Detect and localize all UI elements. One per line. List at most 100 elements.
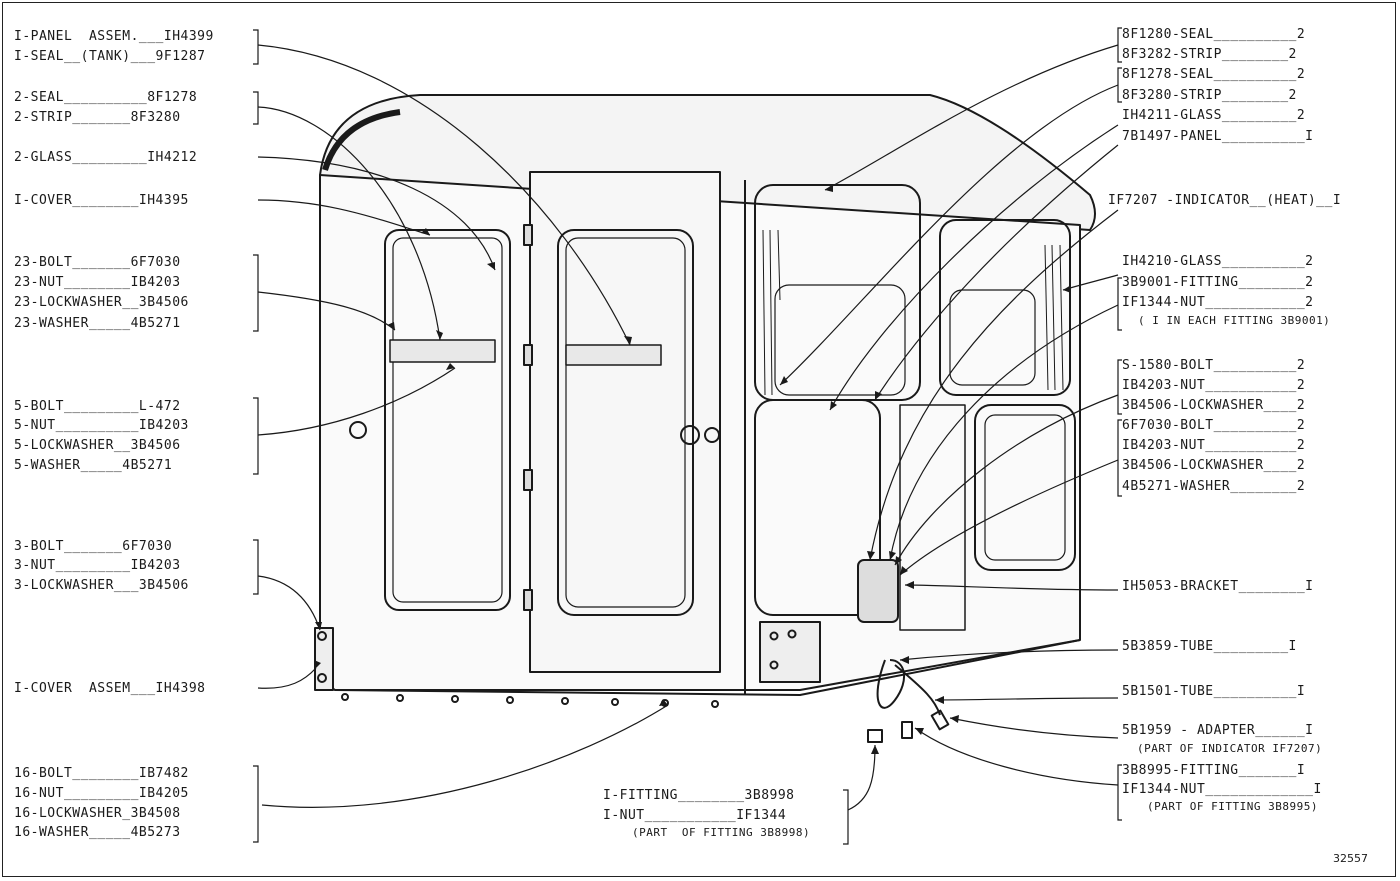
callout-label-l10: 23-WASHER_____4B5271 bbox=[14, 316, 181, 331]
roof-shadow bbox=[322, 109, 401, 171]
tube-5B3859 bbox=[876, 659, 905, 709]
callout-label-r4: 8F3280-STRIP________2 bbox=[1122, 88, 1297, 103]
callout-label-r9: 3B9001-FITTING________2 bbox=[1122, 275, 1314, 290]
callout-label-l1: I-PANEL ASSEM.___IH4399 bbox=[14, 29, 214, 44]
front-lower-window bbox=[754, 399, 881, 616]
callout-label-l12: 5-NUT__________IB4203 bbox=[14, 418, 189, 433]
callout-label-r2: 8F3282-STRIP________2 bbox=[1122, 47, 1297, 62]
door bbox=[529, 171, 721, 673]
bracket-r1 bbox=[1117, 27, 1122, 63]
callout-label-l7: 23-BOLT_______6F7030 bbox=[14, 255, 181, 270]
callout-label-r18: 4B5271-WASHER________2 bbox=[1122, 479, 1306, 494]
callout-label-r23: (PART OF INDICATOR IF7207) bbox=[1137, 742, 1323, 755]
callout-label-r26: (PART OF FITTING 3B8995) bbox=[1147, 800, 1318, 813]
leader-bolt-23 bbox=[257, 291, 396, 331]
callout-label-l23: I-FITTING________3B8998 bbox=[603, 788, 795, 803]
callout-label-l3: 2-SEAL__________8F1278 bbox=[14, 90, 198, 105]
cover-bolt-top bbox=[317, 631, 327, 641]
bolt-bar-left bbox=[389, 339, 496, 363]
leader-bracket bbox=[904, 584, 1119, 591]
callout-label-l6: I-COVER________IH4395 bbox=[14, 193, 189, 208]
bracket-r4 bbox=[1117, 359, 1122, 415]
leader-bolt-S1580 bbox=[894, 394, 1119, 566]
callout-label-r21: 5B1501-TUBE__________I bbox=[1122, 684, 1306, 699]
callout-label-l24: I-NUT___________IF1344 bbox=[603, 808, 787, 823]
callout-label-r10: IF1344-NUT____________2 bbox=[1122, 295, 1314, 310]
leader-glass-IH4211 bbox=[829, 124, 1119, 411]
plate-bolt-3 bbox=[769, 660, 779, 670]
leader-adapter bbox=[949, 717, 1119, 739]
callout-label-r11: ( I IN EACH FITTING 3B9001) bbox=[1138, 314, 1331, 327]
callout-label-l16: 3-NUT_________IB4203 bbox=[14, 558, 181, 573]
callout-label-l5: 2-GLASS_________IH4212 bbox=[14, 150, 198, 165]
leader-fitting-3B8998 bbox=[847, 744, 876, 811]
callout-label-l13: 5-LOCKWASHER__3B4506 bbox=[14, 438, 181, 453]
bracket-r2 bbox=[1117, 67, 1122, 103]
leader-seal-8F1278 bbox=[779, 84, 1119, 386]
callout-label-r3: 8F1278-SEAL__________2 bbox=[1122, 67, 1306, 82]
figure-number: 32557 bbox=[1333, 852, 1368, 865]
seal-hatch bbox=[762, 229, 1064, 396]
leader-bolt-3 bbox=[257, 575, 321, 631]
bracket-l7 bbox=[843, 789, 849, 845]
callout-label-l8: 23-NUT________IB4203 bbox=[14, 275, 181, 290]
callout-label-r25: IF1344-NUT_____________I bbox=[1122, 782, 1322, 797]
front-lower-panel bbox=[899, 404, 966, 631]
leader-panel-assem bbox=[257, 44, 631, 346]
callout-label-l21: 16-LOCKWASHER_3B4508 bbox=[14, 806, 181, 821]
bracket bbox=[857, 559, 899, 623]
leader-glass bbox=[257, 156, 496, 271]
leader-seal-8F1280 bbox=[824, 44, 1119, 191]
hinge-low bbox=[523, 469, 533, 491]
door-window bbox=[557, 229, 694, 616]
fitting-3B8995 bbox=[901, 721, 913, 739]
callout-label-l11: 5-BOLT_________L-472 bbox=[14, 399, 181, 414]
callout-label-r7: IF7207 -INDICATOR__(HEAT)__I bbox=[1108, 193, 1342, 208]
leader-tube-5B1501 bbox=[934, 697, 1119, 701]
leader-fitting-3B9001 bbox=[889, 304, 1119, 561]
door-knob bbox=[704, 427, 720, 443]
bracket-r6 bbox=[1117, 764, 1122, 821]
callout-label-r16: IB4203-NUT___________2 bbox=[1122, 438, 1306, 453]
callout-label-l25: (PART OF FITTING 3B8998) bbox=[632, 826, 811, 839]
callout-label-r6: 7B1497-PANEL__________I bbox=[1122, 129, 1314, 144]
callout-label-r1: 8F1280-SEAL__________2 bbox=[1122, 27, 1306, 42]
side-upper-window bbox=[939, 219, 1071, 396]
door-handle bbox=[680, 425, 700, 445]
callout-label-r8: IH4210-GLASS__________2 bbox=[1122, 254, 1314, 269]
left-window-inner bbox=[392, 237, 503, 603]
leader-bolt-5 bbox=[257, 367, 456, 436]
fitting-3B8998 bbox=[867, 729, 883, 743]
callout-label-l17: 3-LOCKWASHER___3B4506 bbox=[14, 578, 189, 593]
callout-label-r14: 3B4506-LOCKWASHER____2 bbox=[1122, 398, 1306, 413]
bolt-bar-door bbox=[565, 344, 662, 366]
hinge-mid bbox=[523, 344, 533, 366]
bracket-l2 bbox=[253, 91, 259, 125]
adapter bbox=[930, 709, 950, 731]
bracket-l6 bbox=[253, 765, 259, 843]
door-window-inner bbox=[565, 237, 686, 608]
leader-panel-7B1497 bbox=[874, 144, 1119, 401]
callout-label-l22: 16-WASHER_____4B5273 bbox=[14, 825, 181, 840]
callout-label-r17: 3B4506-LOCKWASHER____2 bbox=[1122, 458, 1306, 473]
bracket-l5 bbox=[253, 539, 259, 595]
callout-label-r13: IB4203-NUT___________2 bbox=[1122, 378, 1306, 393]
callout-label-l15: 3-BOLT_______6F7030 bbox=[14, 539, 173, 554]
hinge-bottom bbox=[523, 589, 533, 611]
callout-label-r15: 6F7030-BOLT__________2 bbox=[1122, 418, 1306, 433]
side-lower-window bbox=[974, 404, 1076, 571]
cab-bottom bbox=[334, 639, 1081, 696]
left-window bbox=[384, 229, 511, 611]
callout-label-r20: 5B3859-TUBE_________I bbox=[1122, 639, 1297, 654]
leader-bolt-16 bbox=[261, 704, 669, 808]
side-lower-window-inner bbox=[984, 414, 1066, 561]
callout-label-l9: 23-LOCKWASHER__3B4506 bbox=[14, 295, 189, 310]
leader-indicator bbox=[869, 209, 1119, 561]
hinge-top bbox=[523, 224, 533, 246]
callout-label-l20: 16-NUT_________IB4205 bbox=[14, 786, 189, 801]
plate-bolt-1 bbox=[769, 631, 779, 641]
callout-label-l2: I-SEAL__(TANK)___9F1287 bbox=[14, 49, 206, 64]
bracket-r5 bbox=[1117, 419, 1122, 497]
